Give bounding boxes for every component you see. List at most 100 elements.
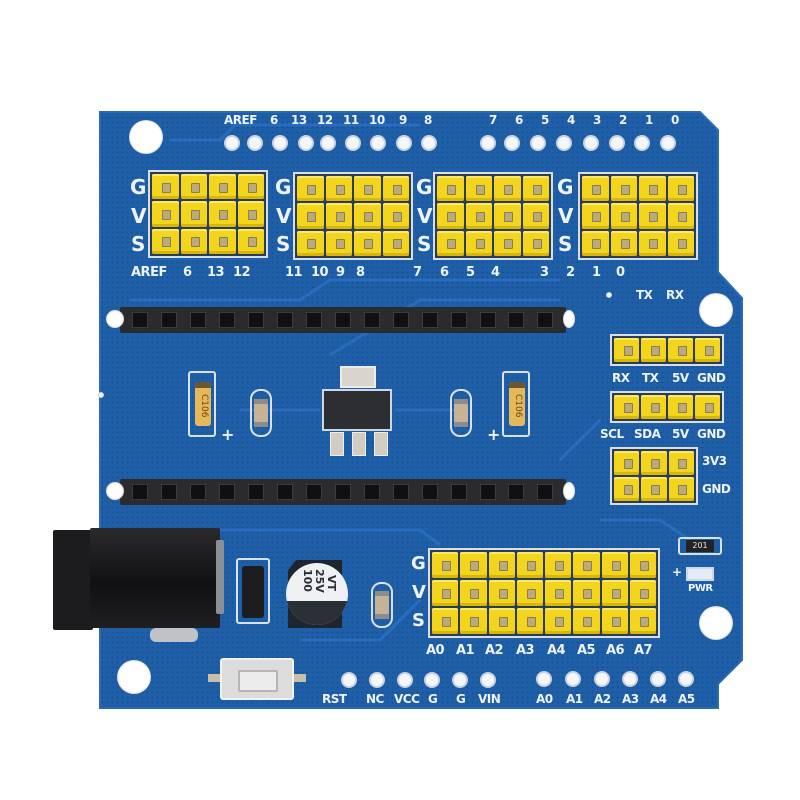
header-pin-label: 5 [466,265,475,280]
pin-pad [583,135,599,151]
bottom-pin-label: RST [322,692,347,706]
bottom-pin-label: A5 [678,692,695,706]
power-label: GND [702,482,731,496]
uart-label: GND [697,371,726,385]
mounting-hole [117,660,151,694]
gvs-label: S [412,610,425,631]
reset-button[interactable] [220,658,294,700]
uart-label: 5V [672,371,689,385]
capacitor-series: VT [325,575,338,592]
digital-header-group-4[interactable] [578,172,698,260]
pin-pad [634,135,650,151]
led-polarity-plus: + [672,565,682,579]
pin-pad [272,135,288,151]
pin-pad [397,672,413,688]
resistor: 201 [686,540,714,552]
digital-header-group-1[interactable] [148,170,268,258]
capacitor-pad [502,371,530,437]
pin-pad [345,135,361,151]
uart-label: RX [612,371,630,385]
header-pin-label: 3 [540,265,549,280]
dc-jack-rear [53,530,93,630]
pin-pad [480,135,496,151]
mounting-hole [699,606,733,640]
top-pin-label: 4 [567,113,575,127]
analog-pin-label: A6 [606,643,625,658]
digital-header-group-2[interactable] [293,172,413,260]
top-pin-label: 5 [541,113,549,127]
top-pin-label: AREF [224,113,257,127]
pin-pad [678,671,694,687]
pin-pad [504,135,520,151]
gvs-label: V [276,204,291,228]
pin-pad [530,135,546,151]
ceramic-capacitor-pad [250,389,272,437]
top-pin-label: 10 [369,113,385,127]
header-pin-label: AREF [131,265,167,280]
header-pin-label: 0 [616,265,625,280]
top-pin-label: 0 [671,113,679,127]
gvs-label: G [411,553,426,574]
bottom-pin-label: A0 [536,692,553,706]
pin-pad [396,135,412,151]
tantalum-capacitor-right: C106 [509,382,525,426]
bottom-pin-label: A4 [650,692,667,706]
gvs-label: G [130,175,146,199]
i2c-label: SCL [600,427,624,441]
nano-socket-bottom[interactable] [120,479,566,505]
power-label: 3V3 [702,454,727,468]
i2c-label: 5V [672,427,689,441]
bottom-pin-label: A3 [622,692,639,706]
analog-pin-label: A4 [547,643,566,658]
top-pin-label: 3 [593,113,601,127]
polarity-plus: + [487,425,500,444]
bottom-pin-label: VCC [394,692,420,706]
pin-pad [480,672,496,688]
top-pin-label: 13 [291,113,307,127]
gvs-label: V [558,204,573,228]
i2c-header[interactable] [610,391,724,423]
top-pin-label: 11 [343,113,359,127]
top-pin-label: 6 [270,113,278,127]
socket-hole [106,310,124,328]
socket-hole [563,482,575,500]
bottom-pin-label: G [456,692,466,706]
header-pin-label: 9 [336,265,345,280]
header-pin-label: 11 [285,265,303,280]
uart-label: TX [642,371,659,385]
header-pin-label: 4 [491,265,500,280]
top-pin-label: 9 [399,113,407,127]
analog-pin-label: A7 [634,643,653,658]
tantalum-capacitor-left: C106 [195,382,211,426]
gvs-label: S [131,232,145,256]
gvs-label: V [412,582,426,603]
pin-pad [224,135,240,151]
pin-pad [298,135,314,151]
uart-header[interactable] [610,334,724,366]
i2c-label: SDA [634,427,661,441]
regulator-lead [374,432,388,456]
pin-pad [421,135,437,151]
pin-pad [594,671,610,687]
digital-header-group-3[interactable] [433,172,553,260]
nano-socket-top[interactable] [120,307,566,333]
pin-pad [536,671,552,687]
socket-hole [563,310,575,328]
ceramic-capacitor [254,399,268,427]
i2c-label: GND [697,427,726,441]
pin-pad [369,672,385,688]
reset-button-lead [208,674,220,682]
bottom-pin-label: G [428,692,438,706]
capacitor-marking: C106 [513,394,523,418]
mounting-hole [129,120,163,154]
top-pin-label: 1 [645,113,653,127]
analog-header[interactable] [428,548,660,638]
header-pin-label: 6 [183,265,192,280]
diode-pad [236,558,270,624]
dc-power-jack[interactable] [90,528,220,628]
pin-pad [247,135,263,151]
dc-jack-tab [150,628,198,642]
diode [242,566,264,618]
gvs-label: G [275,175,291,199]
power-3v3-header[interactable] [610,447,698,505]
